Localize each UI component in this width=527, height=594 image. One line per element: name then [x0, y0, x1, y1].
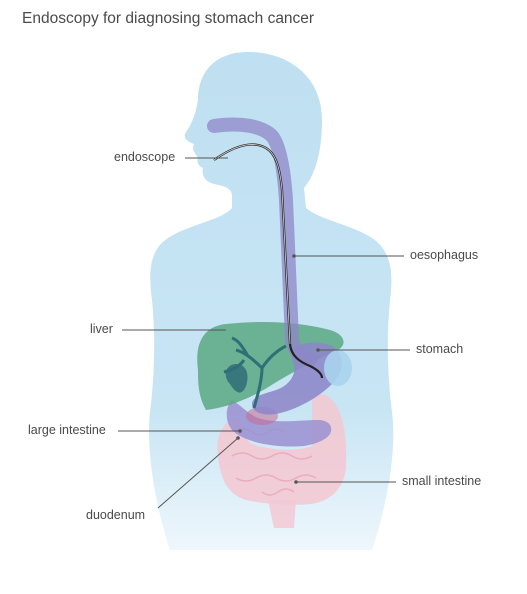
diagram-title: Endoscopy for diagnosing stomach cancer	[22, 10, 315, 27]
label-liver: liver	[90, 322, 113, 336]
large-intestine	[226, 400, 332, 447]
label-large-intestine: large intestine	[28, 423, 106, 437]
gallbladder	[225, 364, 248, 393]
stomach	[252, 342, 342, 415]
oesophagus	[207, 117, 317, 367]
label-stomach: stomach	[416, 342, 464, 356]
label-small-intestine: small intestine	[402, 474, 482, 488]
label-endoscope: endoscope	[114, 150, 176, 164]
leader-lines	[118, 157, 410, 509]
label-duodenum: duodenum	[86, 508, 146, 522]
label-oesophagus: oesophagus	[410, 248, 479, 262]
